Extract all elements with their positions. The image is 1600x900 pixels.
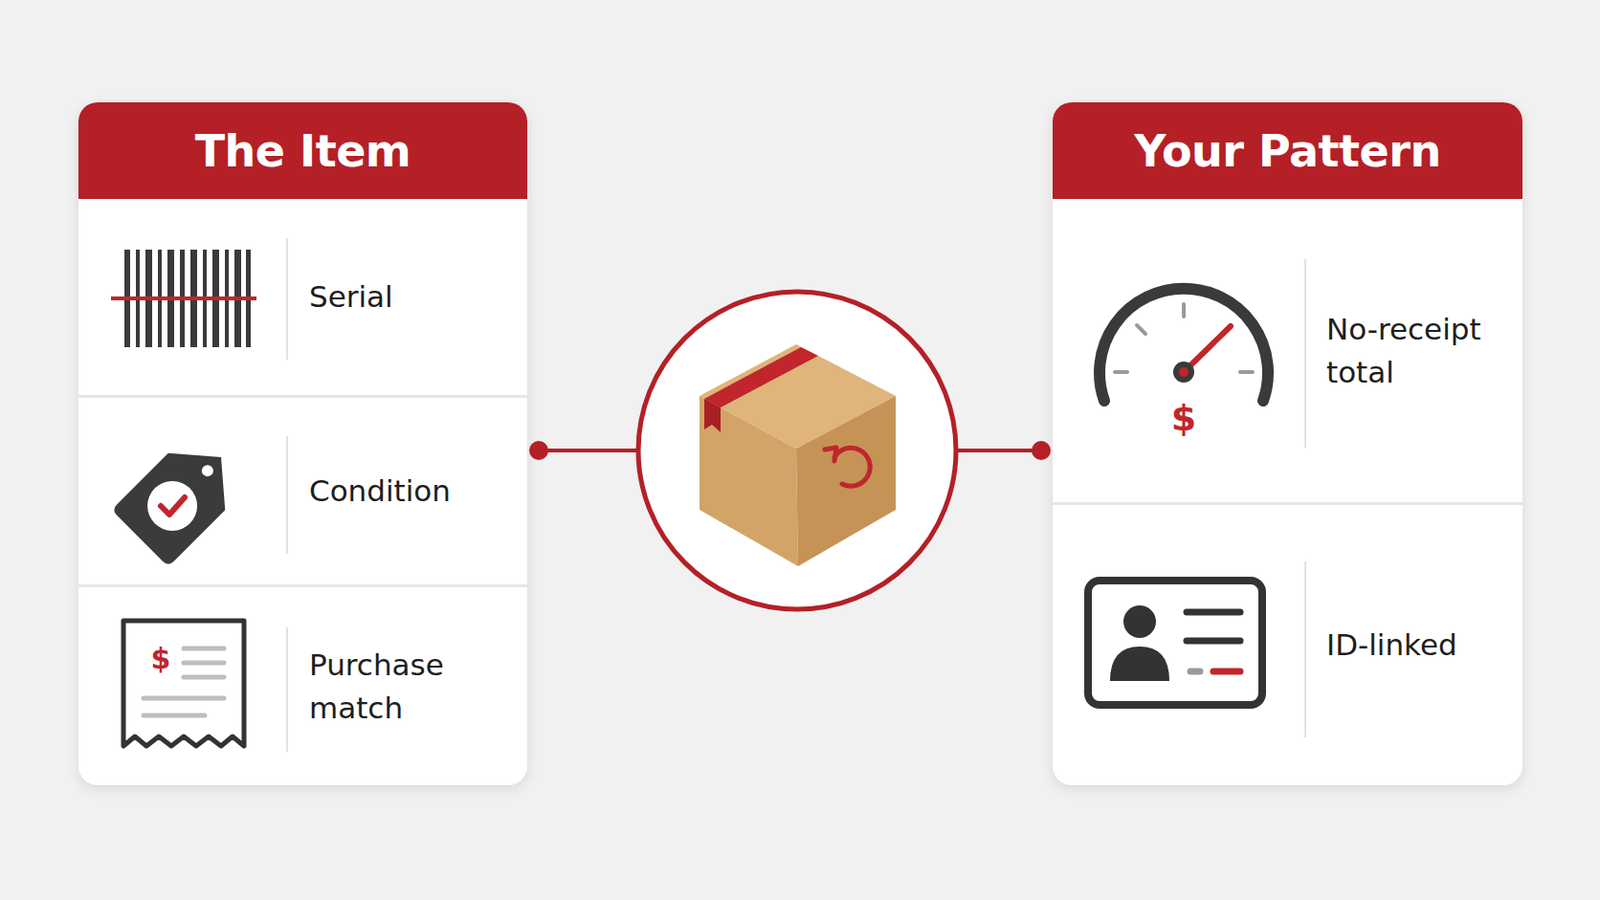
row-label: No-receipt total: [1326, 308, 1509, 395]
criteria-row: Condition: [78, 395, 528, 585]
card-header: Your Pattern: [1052, 102, 1523, 200]
row-label: Condition: [309, 469, 451, 513]
row-label: ID-linked: [1326, 623, 1458, 667]
row-divider: [286, 238, 289, 360]
criteria-row: ID-linked: [1052, 502, 1523, 786]
criteria-row: Serial: [78, 199, 528, 396]
row-divider: [1304, 561, 1307, 738]
category-card: Your PatternNo-receipt totalID-linked: [1052, 102, 1523, 786]
criteria-row: No-receipt total: [1052, 199, 1523, 503]
card-title: The Item: [195, 125, 412, 178]
center-connectors: [529, 291, 1051, 610]
criteria-row: Purchase match: [78, 584, 528, 786]
category-card: The ItemSerialConditionPurchase match: [78, 102, 528, 786]
row-divider: [286, 627, 289, 753]
row-divider: [286, 436, 289, 555]
return-box-icon: [699, 344, 896, 567]
card-header: The Item: [78, 102, 528, 200]
currency-symbol: $: [151, 644, 172, 674]
row-divider: [1304, 259, 1307, 448]
card-title: Your Pattern: [1133, 125, 1441, 178]
row-label: Serial: [309, 275, 394, 319]
currency-symbol: $: [1171, 400, 1197, 437]
row-label: Purchase match: [309, 644, 491, 731]
